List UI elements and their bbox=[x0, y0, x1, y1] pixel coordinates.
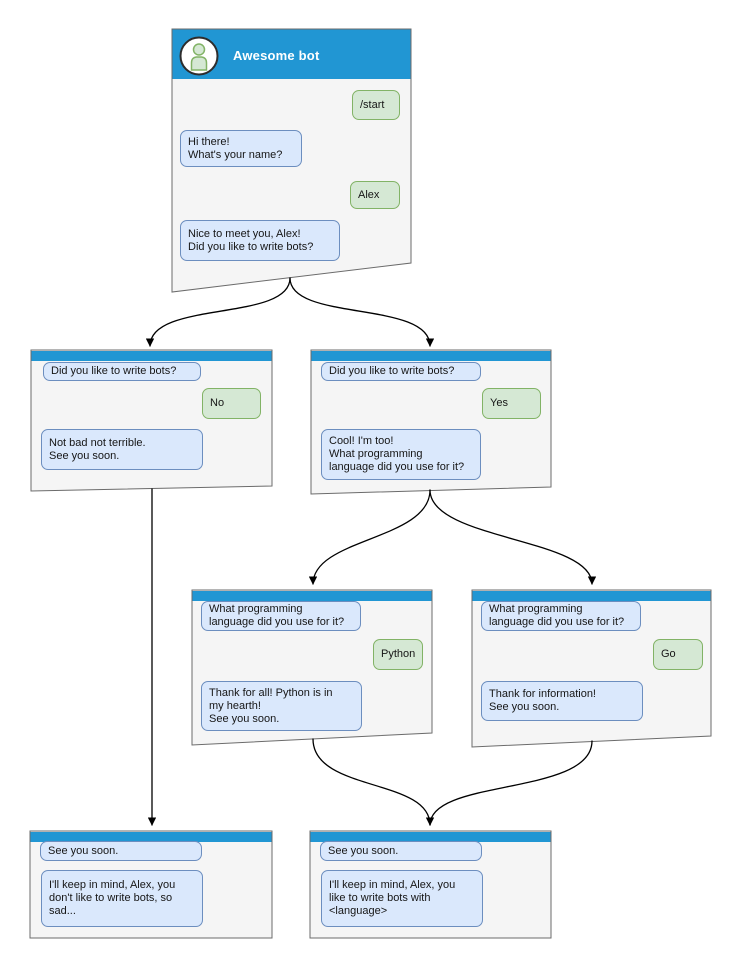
bot-message-bubble: Thank for information! See you soon. bbox=[481, 681, 643, 721]
user-message-bubble: Yes bbox=[482, 388, 541, 419]
window-header-bar bbox=[311, 351, 551, 361]
window-outline bbox=[30, 349, 273, 492]
connector-go-to-end bbox=[429, 740, 593, 826]
window-outline bbox=[471, 589, 712, 748]
bot-message-bubble: What programming language did you use fo… bbox=[201, 601, 361, 631]
user-message-bubble: Alex bbox=[350, 181, 400, 209]
avatar-circle bbox=[179, 36, 219, 76]
bot-message-bubble: Not bad not terrible. See you soon. bbox=[41, 429, 203, 470]
window-outline bbox=[171, 28, 412, 293]
bot-message-bubble: Nice to meet you, Alex! Did you like to … bbox=[180, 220, 340, 261]
user-message-bubble: Go bbox=[653, 639, 703, 670]
window-header-bar bbox=[192, 591, 432, 601]
connector-yes-to-python bbox=[308, 489, 431, 585]
bot-message-bubble: See you soon. bbox=[320, 841, 482, 861]
connector-python-to-end bbox=[312, 738, 435, 826]
window-header-bar bbox=[472, 591, 711, 601]
user-message-bubble: Python bbox=[373, 639, 423, 670]
window-header-bar bbox=[310, 832, 551, 842]
window-header-bar bbox=[31, 351, 272, 361]
bot-message-bubble: Cool! I'm too! What programming language… bbox=[321, 429, 481, 480]
person-icon bbox=[190, 43, 208, 71]
connector-yes-to-go bbox=[429, 489, 597, 585]
window-outline bbox=[309, 830, 552, 939]
bot-message-bubble: Did you like to write bots? bbox=[43, 362, 201, 381]
user-message-bubble: No bbox=[202, 388, 261, 419]
bot-message-bubble: I'll keep in mind, Alex, you like to wri… bbox=[321, 870, 483, 927]
connector-start-to-no-branch bbox=[145, 277, 291, 347]
window-outline bbox=[310, 349, 552, 495]
bot-message-bubble: Thank for all! Python is in my hearth! S… bbox=[201, 681, 362, 731]
bot-message-bubble: See you soon. bbox=[40, 841, 202, 861]
bot-message-bubble: Did you like to write bots? bbox=[321, 362, 481, 381]
bot-message-bubble: What programming language did you use fo… bbox=[481, 601, 641, 631]
window-outline bbox=[191, 589, 433, 746]
bot-avatar bbox=[179, 36, 219, 76]
bot-message-bubble: I'll keep in mind, Alex, you don't like … bbox=[41, 870, 203, 927]
window-header-bar bbox=[30, 832, 272, 842]
user-message-bubble: /start bbox=[352, 90, 400, 120]
bot-message-bubble: Hi there! What's your name? bbox=[180, 130, 302, 167]
window-outline bbox=[29, 830, 273, 939]
window-title: Awesome bot bbox=[233, 48, 320, 63]
connector-start-to-yes-branch bbox=[289, 277, 435, 347]
